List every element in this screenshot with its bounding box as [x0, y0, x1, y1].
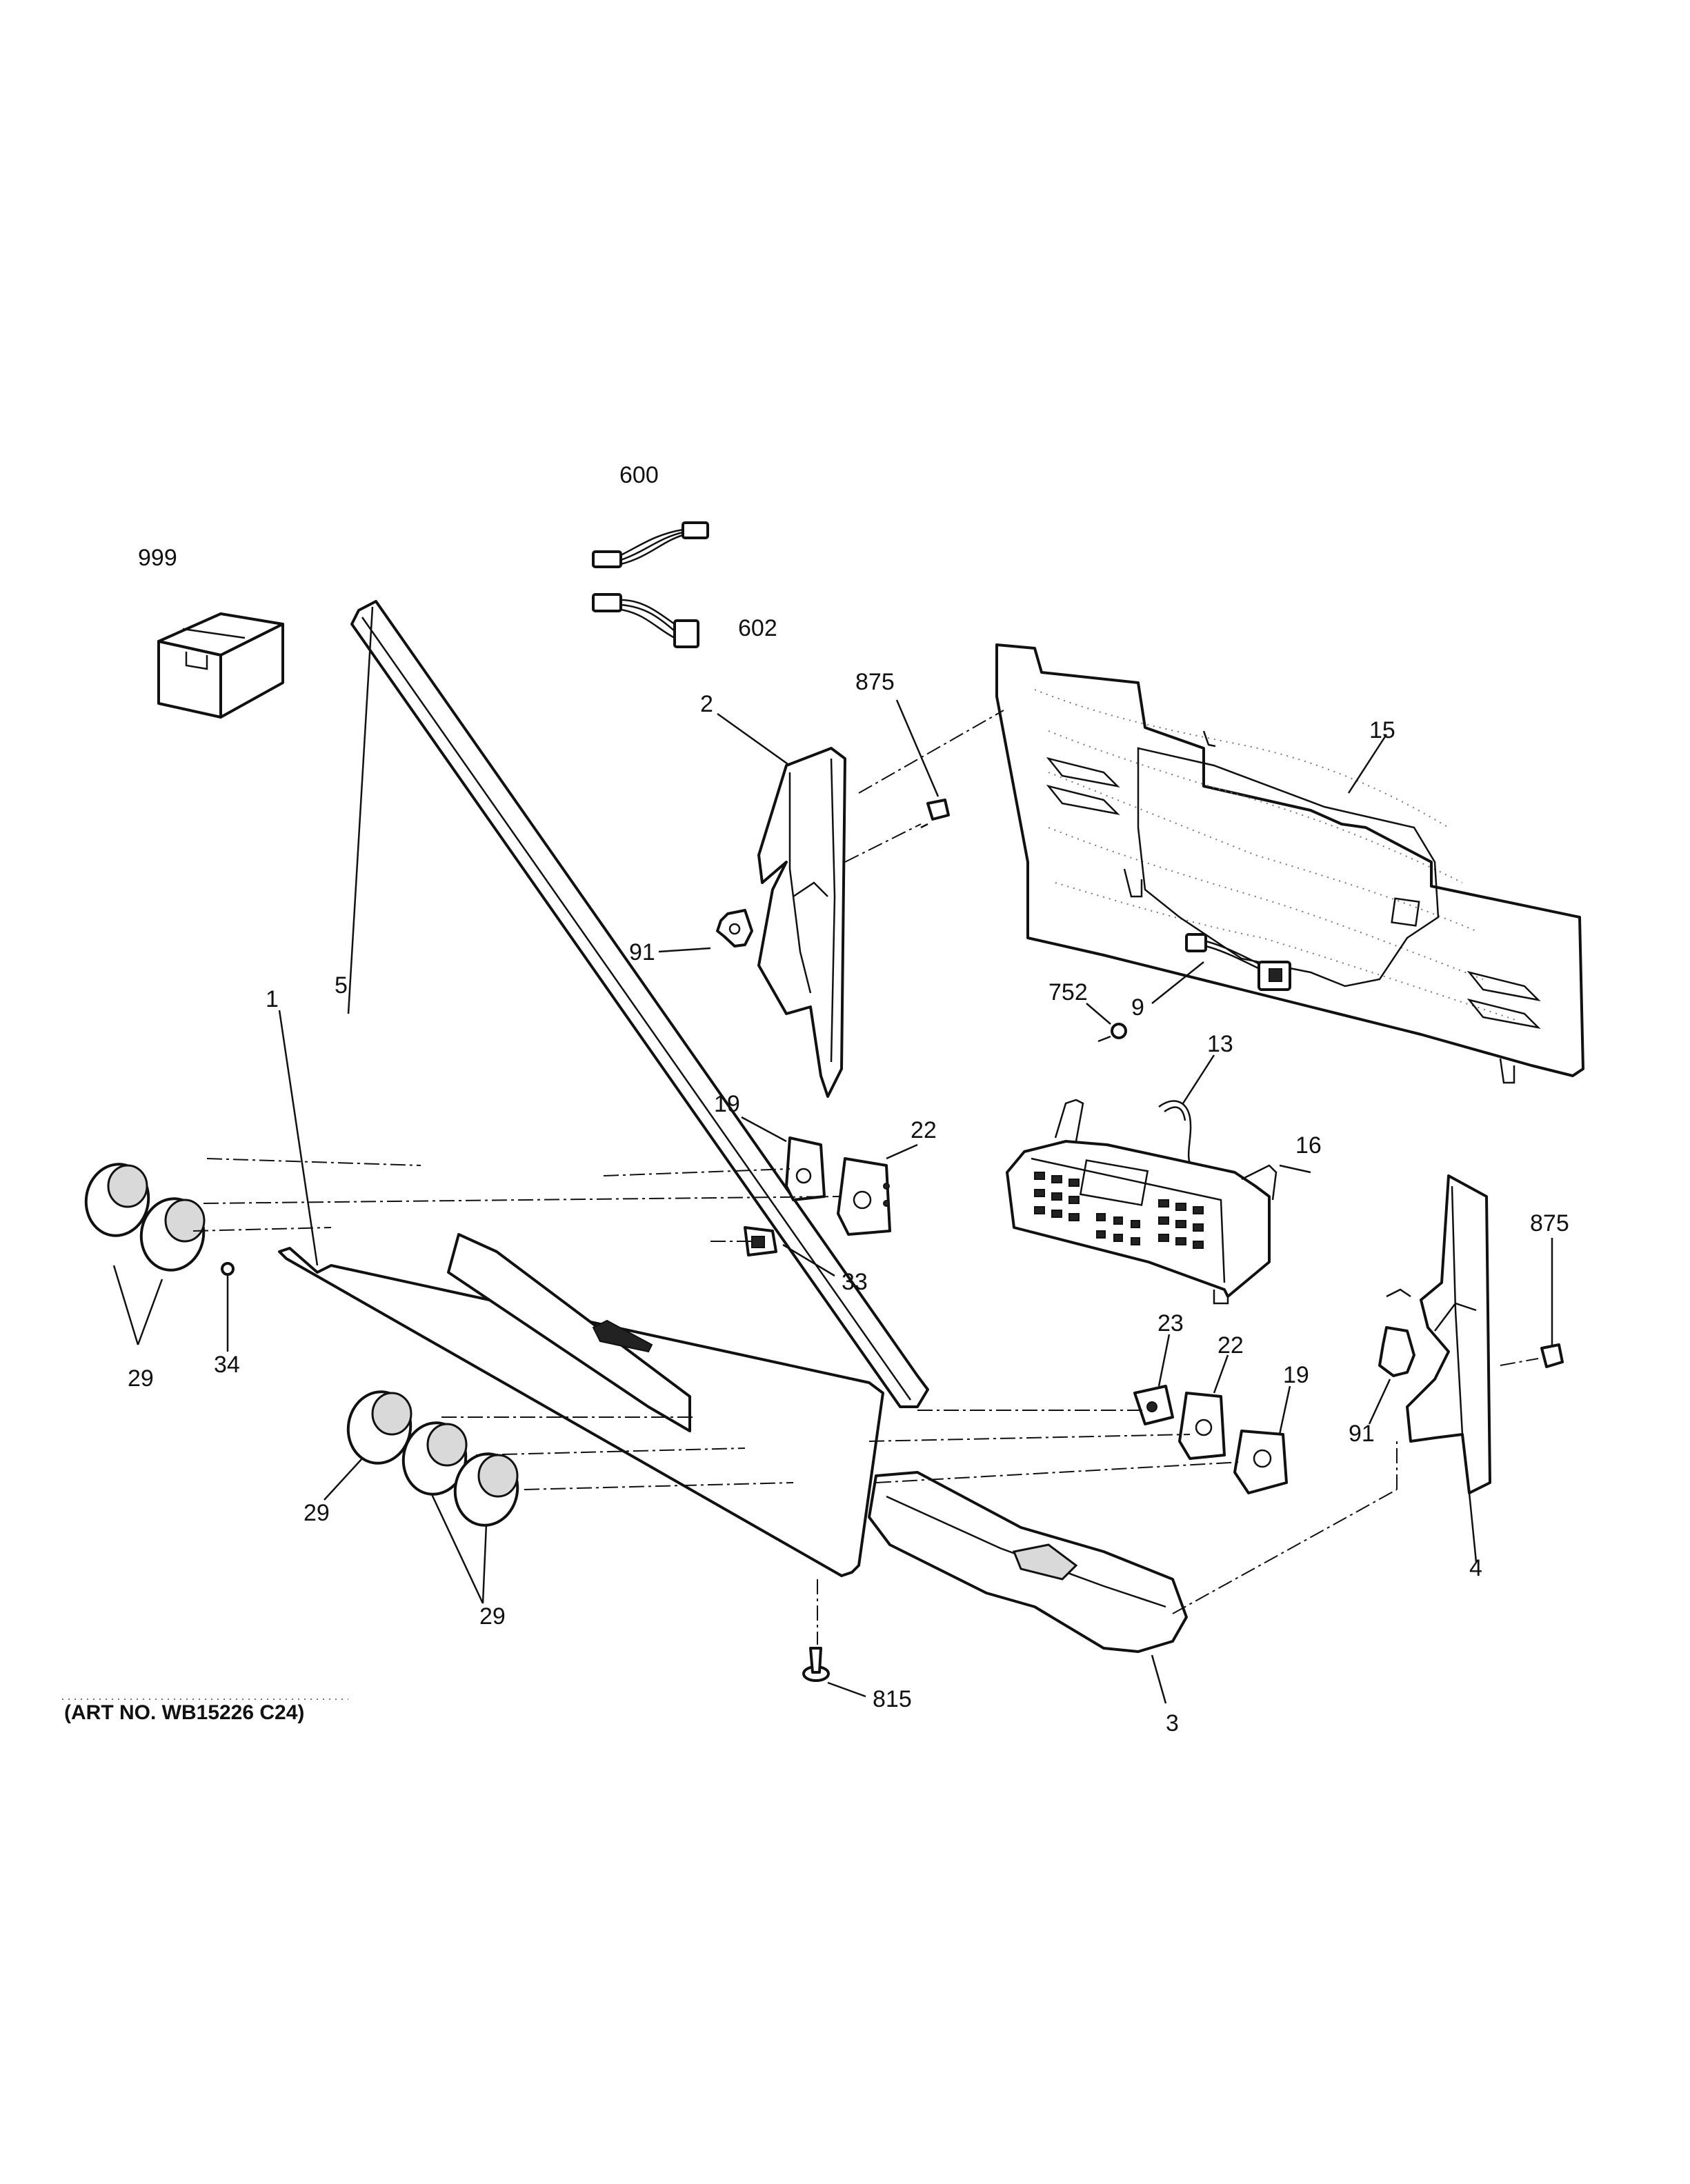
callout-999: 999: [138, 545, 177, 571]
callout-5: 5: [335, 972, 348, 999]
alignment-lines: [192, 710, 1539, 1645]
callout-29-center-right: 29: [479, 1603, 506, 1630]
part-752-screw: [1097, 1023, 1127, 1043]
callout-875-upper: 875: [855, 669, 895, 695]
callout-labels: 600 999 602 875 2 15 91 752 9 13 1 5 19 …: [128, 462, 1569, 1736]
callout-91-left: 91: [629, 939, 655, 965]
part-875-screw-upper: [920, 799, 950, 829]
part-33-rocker-switch: [744, 1226, 777, 1256]
control-board-keys: [1034, 1172, 1204, 1249]
callout-9: 9: [1131, 994, 1144, 1021]
part-29-knobs-center: [346, 1390, 519, 1527]
callout-33: 33: [842, 1269, 868, 1295]
part-4-side-bracket-right: [1386, 1174, 1491, 1494]
part-600-harness: [592, 521, 709, 568]
part-91-clip-right: [1378, 1326, 1415, 1377]
callout-3: 3: [1166, 1710, 1179, 1736]
part-602-harness: [592, 593, 699, 648]
callout-815: 815: [873, 1686, 912, 1712]
callout-16: 16: [1295, 1132, 1322, 1159]
part-19-switch-upper: [785, 1136, 826, 1201]
part-19-switch-lower: [1233, 1430, 1288, 1494]
callout-4: 4: [1469, 1555, 1482, 1581]
callout-29-center-left: 29: [304, 1500, 330, 1526]
part-999-box: [157, 612, 284, 719]
part-875-screw-right: [1540, 1343, 1564, 1368]
callout-1: 1: [266, 986, 279, 1012]
part-23-switch: [1133, 1385, 1174, 1425]
part-91-clip-left: [716, 909, 753, 948]
part-9-harness: [1185, 933, 1291, 991]
part-5-trim-strip: [350, 600, 929, 1408]
part-34-screw: [221, 1262, 235, 1276]
callout-600: 600: [619, 462, 659, 488]
callout-23: 23: [1157, 1310, 1184, 1336]
part-22-switch-lower: [1178, 1392, 1226, 1460]
part-2-side-bracket-left: [757, 747, 846, 1098]
callout-15: 15: [1369, 717, 1395, 743]
part-3-lower-trim: [868, 1471, 1188, 1653]
callout-2: 2: [700, 691, 713, 717]
part-29-knobs-left: [84, 1163, 206, 1272]
part-22-switch-upper: [837, 1157, 891, 1236]
part-815-screw: [802, 1647, 830, 1682]
callout-22-lower: 22: [1217, 1332, 1244, 1359]
part-15-back-panel: [995, 643, 1584, 1084]
callout-19-lower: 19: [1283, 1362, 1309, 1388]
part-16-control-board: [1006, 1099, 1278, 1305]
callout-29-left: 29: [128, 1365, 154, 1392]
callout-22-upper: 22: [911, 1117, 937, 1143]
art-number: (ART NO. WB15226 C24): [64, 1701, 304, 1724]
callout-875-right: 875: [1530, 1210, 1569, 1236]
callout-752: 752: [1048, 979, 1088, 1005]
callout-34: 34: [214, 1352, 240, 1378]
callout-602: 602: [738, 615, 777, 641]
callout-13: 13: [1207, 1031, 1233, 1057]
callout-19-upper: 19: [714, 1091, 740, 1117]
callout-91-right: 91: [1349, 1421, 1375, 1447]
part-1-backsplash-panel: [278, 1233, 884, 1577]
